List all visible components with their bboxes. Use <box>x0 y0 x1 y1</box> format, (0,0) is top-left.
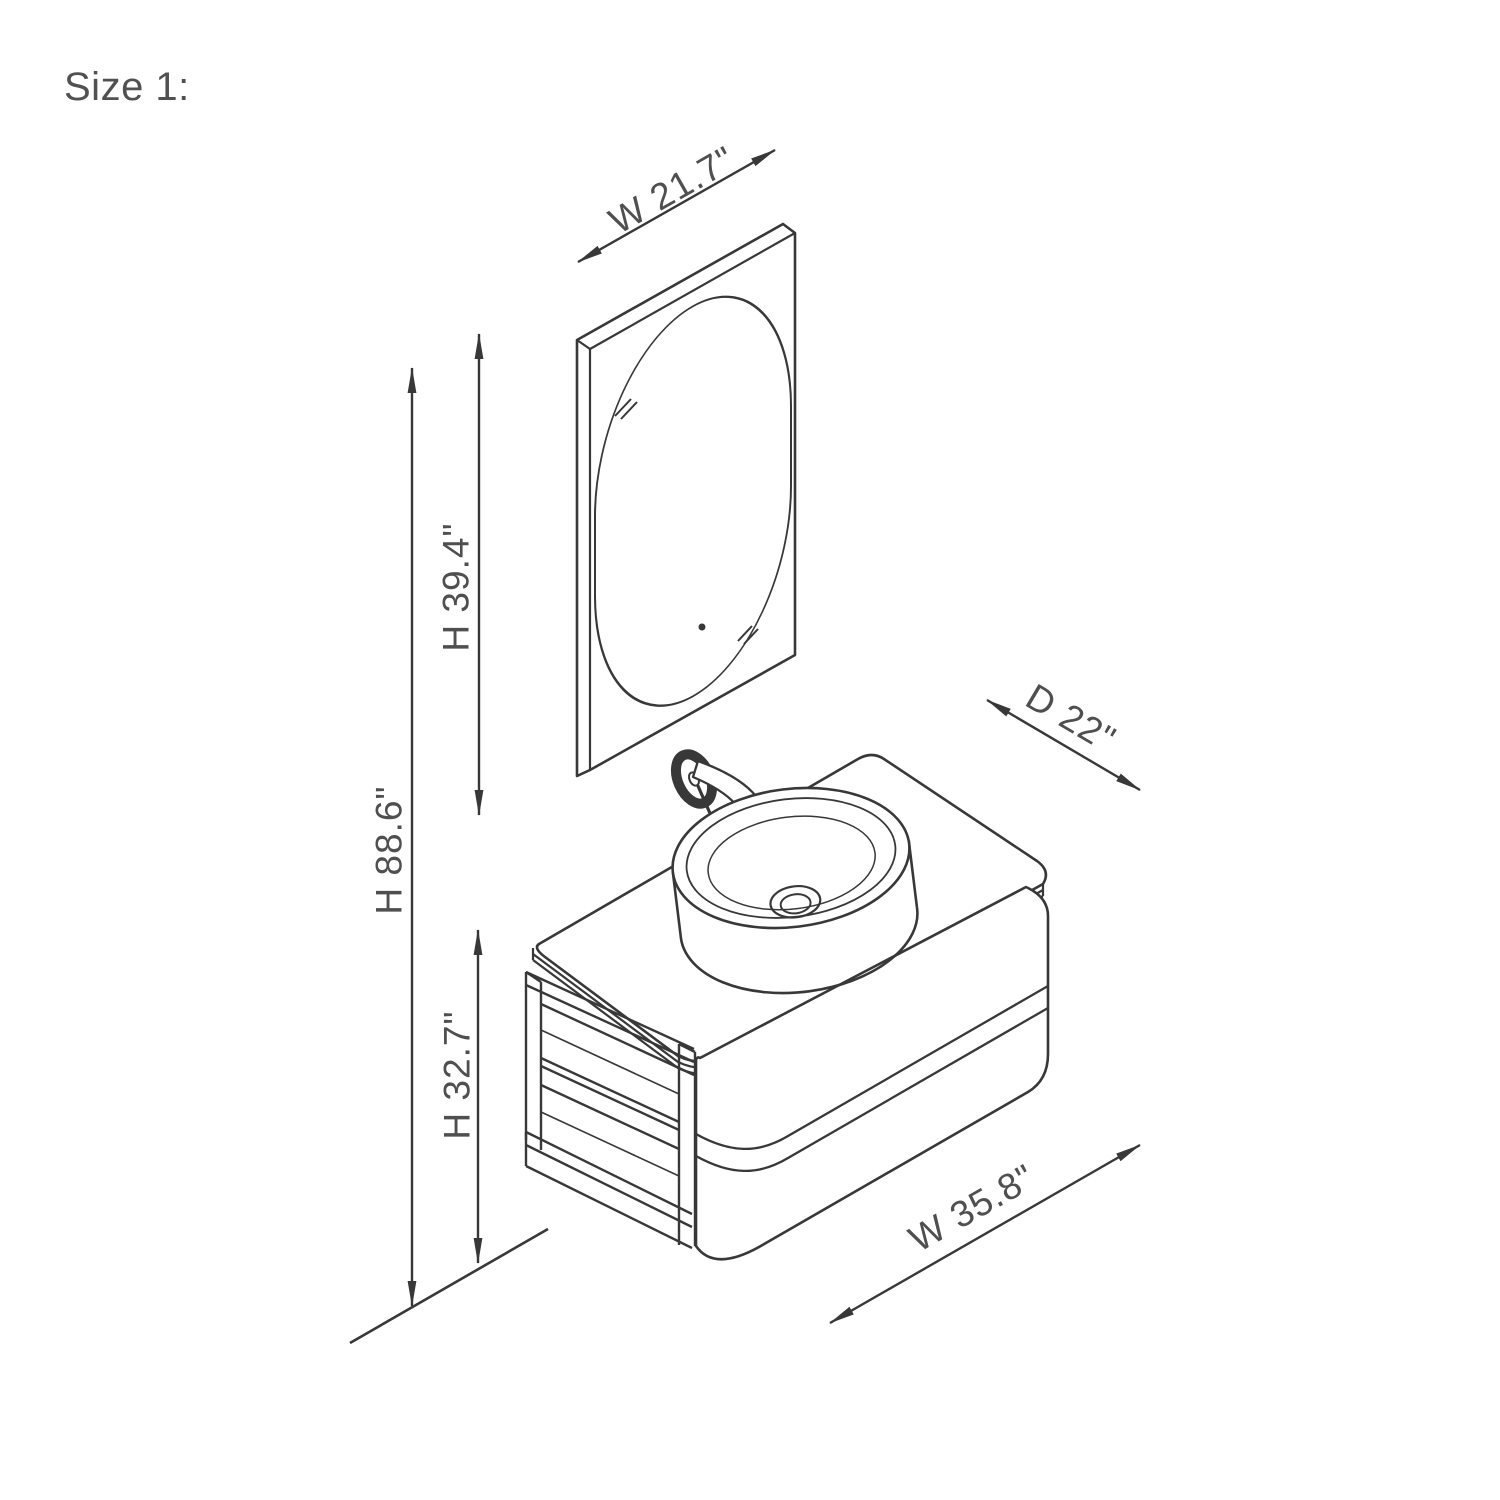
shelf-right-post <box>677 1042 697 1246</box>
mirror-width-arrow <box>577 148 776 264</box>
vanity-height-label: H 32.7" <box>437 1010 478 1139</box>
mirror-frame-silhouette <box>575 222 797 778</box>
depth-arrow <box>986 698 1141 792</box>
shelf-left-post <box>524 971 543 1150</box>
mirror <box>575 222 797 778</box>
countertop-corner-ticks <box>531 884 1045 960</box>
mirror-frame-inner-edges <box>576 232 796 777</box>
drawer-divider-upper <box>695 985 1049 1151</box>
sink-rim-outer <box>671 786 911 930</box>
mirror-height-label: H 39.4" <box>436 522 477 651</box>
sink-basin-line <box>707 815 876 911</box>
mirror-glass <box>594 295 792 707</box>
side-shelf-unit <box>524 970 697 1250</box>
shelf-middle <box>540 1056 680 1151</box>
sink-drain-outer <box>769 885 822 919</box>
sink-drain-inner <box>779 893 812 915</box>
vessel-sink <box>671 786 919 995</box>
mirror-dot <box>698 623 706 631</box>
shelf-back-edges <box>540 1029 680 1177</box>
overall-height-label: H 88.6" <box>369 785 410 914</box>
dimension-lines <box>407 148 1141 1325</box>
drawer-divider-lower <box>695 1007 1049 1173</box>
vanity-width-label: W 35.8" <box>902 1156 1042 1260</box>
depth-label: D 22" <box>1019 676 1123 760</box>
mirror-width-label: W 21.7" <box>602 138 742 242</box>
mirror-glint-icon <box>737 625 759 645</box>
floor-line <box>349 1227 549 1345</box>
mirror-glint-icon <box>614 398 638 420</box>
shelf-bottom-rail <box>524 1130 693 1250</box>
page-title: Size 1: <box>64 65 190 109</box>
vanity-width-arrow <box>829 1143 1141 1325</box>
shelf-top-rail <box>525 970 695 1077</box>
